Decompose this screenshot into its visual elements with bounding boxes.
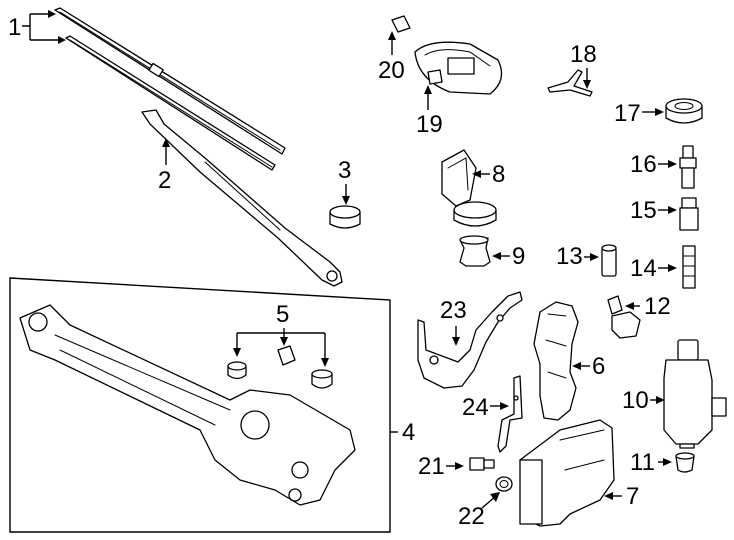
mounting-strap-part <box>497 375 523 453</box>
callout-11: 11 <box>630 449 672 476</box>
svg-text:16: 16 <box>630 151 657 178</box>
callout-17: 17 <box>614 100 664 127</box>
connector-16-part <box>679 145 697 189</box>
callout-12: 12 <box>625 293 671 320</box>
svg-text:12: 12 <box>644 293 671 320</box>
hose-piece-part <box>601 244 617 277</box>
level-sensor-part <box>607 295 641 339</box>
svg-text:14: 14 <box>630 255 657 282</box>
filler-neck-part <box>441 149 497 227</box>
svg-text:19: 19 <box>416 111 443 138</box>
wiper-arm-part <box>141 109 343 287</box>
temp-sensor-part <box>469 457 495 471</box>
callout-22: 22 <box>458 492 500 530</box>
svg-text:1: 1 <box>8 14 21 41</box>
svg-text:20: 20 <box>378 57 405 84</box>
reservoir-upper-part <box>533 301 579 421</box>
callout-10: 10 <box>622 387 665 414</box>
callout-23: 23 <box>440 297 467 346</box>
pump-grommet-part <box>675 452 695 473</box>
filler-cap-part <box>459 235 491 267</box>
callout-13: 13 <box>556 243 599 270</box>
callout-7: 7 <box>604 483 639 510</box>
reservoir-lower-part <box>519 419 615 527</box>
large-grommet-part <box>665 98 703 124</box>
arm-cap-part <box>329 205 361 229</box>
svg-text:23: 23 <box>440 297 467 324</box>
hose-fitting-part <box>682 245 696 289</box>
svg-text:21: 21 <box>418 453 445 480</box>
callout-6: 6 <box>572 353 605 380</box>
svg-text:10: 10 <box>622 387 649 414</box>
washer-nozzle-part <box>414 41 503 95</box>
callout-19: 19 <box>416 85 443 138</box>
svg-text:9: 9 <box>512 243 525 270</box>
callout-20: 20 <box>378 31 405 84</box>
svg-text:11: 11 <box>630 449 655 476</box>
washer-pump-part <box>663 339 727 449</box>
callout-24: 24 <box>462 394 509 421</box>
clip-part <box>391 15 411 33</box>
svg-text:17: 17 <box>614 100 641 127</box>
callout-8: 8 <box>472 161 505 188</box>
wiper-linkage-part <box>19 304 356 506</box>
svg-text:22: 22 <box>458 503 485 530</box>
callout-16: 16 <box>630 151 677 178</box>
y-connector-part <box>547 69 593 97</box>
svg-text:8: 8 <box>492 161 505 188</box>
callout-1: 1 <box>8 10 66 44</box>
callout-21: 21 <box>418 453 464 480</box>
callout-14: 14 <box>630 255 677 282</box>
svg-text:15: 15 <box>630 197 657 224</box>
callout-15: 15 <box>630 197 677 224</box>
svg-text:3: 3 <box>338 157 351 184</box>
callout-3: 3 <box>338 157 351 205</box>
svg-text:6: 6 <box>592 353 605 380</box>
svg-text:18: 18 <box>570 41 597 68</box>
connector-15-part <box>679 197 699 231</box>
seal-part <box>495 476 513 492</box>
reservoir-bracket-part <box>417 291 523 389</box>
callout-2: 2 <box>158 138 171 194</box>
svg-text:2: 2 <box>158 167 171 194</box>
callout-4: 4 <box>390 419 415 446</box>
linkage-box <box>9 277 391 533</box>
svg-text:24: 24 <box>462 394 489 421</box>
wiper-blade-part <box>54 7 286 171</box>
callout-5: 5 <box>233 301 329 367</box>
callout-9: 9 <box>492 243 525 270</box>
svg-text:4: 4 <box>402 419 415 446</box>
grommet-part <box>227 345 333 389</box>
callout-18: 18 <box>570 41 597 89</box>
svg-text:5: 5 <box>276 301 289 328</box>
svg-text:7: 7 <box>626 483 639 510</box>
svg-text:13: 13 <box>556 243 583 270</box>
